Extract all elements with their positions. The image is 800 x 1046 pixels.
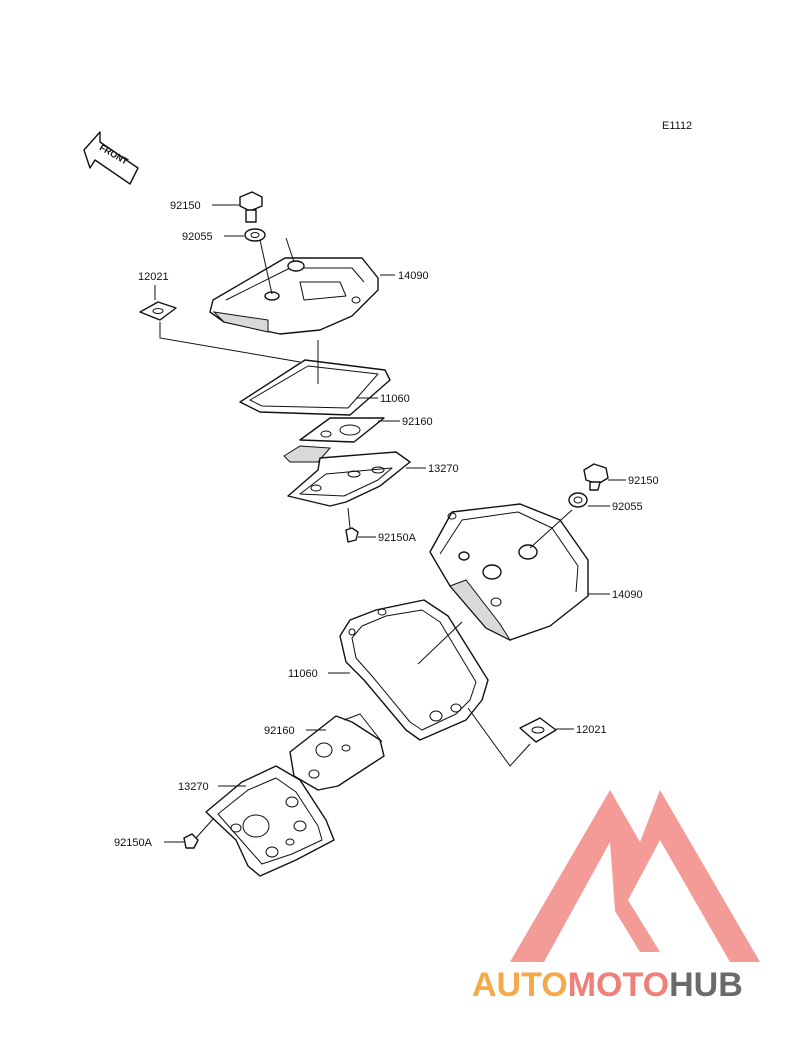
lower-assembly: 92150 92055 14090 bbox=[114, 463, 659, 877]
label-lower-gasket: 11060 bbox=[288, 668, 318, 680]
label-lower-grommet: 12021 bbox=[576, 724, 607, 736]
label-upper-plate-gasket: 92160 bbox=[402, 416, 433, 428]
label-upper-bolt: 92150 bbox=[170, 200, 201, 212]
upper-gasket-icon bbox=[239, 359, 391, 416]
label-lower-plate-bolt: 92150A bbox=[114, 837, 153, 849]
label-upper-plate-bolt: 92150A bbox=[378, 532, 417, 544]
label-lower-bolt: 92150 bbox=[628, 475, 659, 487]
lower-grommet-icon bbox=[519, 717, 557, 743]
watermark-part-moto: MOTO bbox=[568, 966, 669, 1004]
label-lower-plate: 13270 bbox=[178, 781, 209, 793]
watermark-part-hub: HUB bbox=[669, 966, 743, 1004]
diagram-code: E1112 bbox=[662, 120, 692, 132]
lower-plate-bolt-icon bbox=[183, 833, 199, 849]
label-lower-cover: 14090 bbox=[612, 589, 643, 601]
watermark-logo-icon bbox=[510, 790, 760, 962]
watermark-part-auto: AUTO bbox=[472, 966, 568, 1004]
upper-plate-bolt-icon bbox=[345, 527, 359, 543]
label-lower-washer: 92055 bbox=[612, 501, 643, 513]
label-upper-plate: 13270 bbox=[428, 463, 459, 475]
upper-plate-gasket-icon bbox=[283, 417, 385, 463]
lower-plate-gasket-icon bbox=[289, 713, 385, 791]
label-upper-cover: 14090 bbox=[398, 270, 429, 282]
lower-washer-icon bbox=[568, 492, 588, 508]
front-arrow-icon: FRONT bbox=[83, 131, 139, 185]
upper-bolt-icon bbox=[239, 191, 263, 223]
label-upper-gasket: 11060 bbox=[380, 393, 410, 405]
watermark-text: AUTOMOTOHUB bbox=[472, 966, 743, 1004]
upper-cover-icon bbox=[209, 257, 379, 335]
lower-cover-icon bbox=[429, 503, 589, 642]
label-upper-washer: 92055 bbox=[182, 231, 213, 243]
upper-assembly: 92150 92055 14090 12021 bbox=[138, 191, 459, 544]
label-lower-plate-gasket: 92160 bbox=[264, 725, 295, 737]
label-upper-grommet: 12021 bbox=[138, 271, 169, 283]
upper-washer-icon bbox=[244, 228, 266, 242]
lower-bolt-icon bbox=[583, 463, 609, 491]
lower-gasket-icon bbox=[339, 599, 489, 741]
lower-plate-icon bbox=[205, 765, 335, 877]
upper-plate-icon bbox=[287, 451, 411, 507]
upper-grommet-icon bbox=[139, 301, 177, 321]
